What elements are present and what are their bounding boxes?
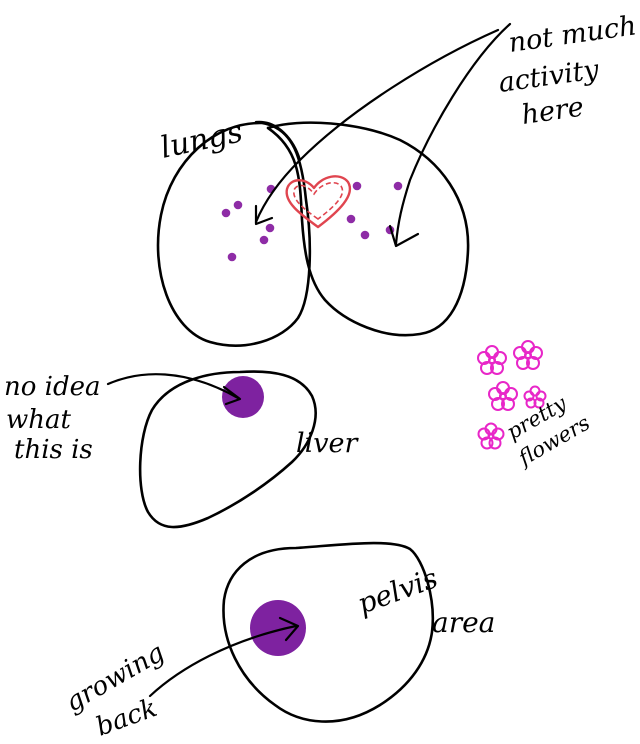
label-pelvis: pelvis xyxy=(353,561,442,620)
flower-icon xyxy=(488,381,518,411)
dot xyxy=(227,252,237,262)
growing-back-arrow-head xyxy=(278,616,300,642)
arrow-to-left-lung xyxy=(254,28,500,224)
label-no-idea: no idea xyxy=(4,372,101,402)
label-this-is: this is xyxy=(14,435,93,465)
dot xyxy=(221,208,231,218)
right-lung-outline xyxy=(266,121,470,337)
label-what: what xyxy=(6,405,72,435)
label-activity: activity xyxy=(497,54,602,99)
flowers-cluster xyxy=(477,340,547,450)
flower-icon xyxy=(477,345,507,375)
dot xyxy=(360,230,370,240)
flower-icon xyxy=(523,385,547,409)
no-idea-arrow xyxy=(106,373,240,400)
activity-dots xyxy=(221,181,403,262)
label-here: here xyxy=(520,92,586,131)
left-lung-outline xyxy=(156,121,312,347)
dot xyxy=(233,200,243,210)
liver-mass xyxy=(222,376,264,418)
heart-icon xyxy=(285,175,351,229)
label-not-much: not much xyxy=(507,10,639,59)
label-area: area xyxy=(432,606,495,639)
label-lungs: lungs xyxy=(157,114,245,165)
pelvis-outline xyxy=(222,541,435,723)
flower-icon xyxy=(477,422,505,450)
dot xyxy=(393,181,403,191)
liver-outline xyxy=(138,370,317,529)
no-idea-arrow-head xyxy=(222,385,242,406)
pelvis-mass xyxy=(250,600,306,656)
label-liver: liver xyxy=(296,428,360,459)
dot xyxy=(259,235,269,245)
lungs-pointer xyxy=(254,120,302,162)
flower-icon xyxy=(513,340,543,370)
arrow-to-right-lung xyxy=(394,22,512,246)
dot xyxy=(265,223,275,233)
arrow-head-left xyxy=(254,204,274,226)
dot xyxy=(346,214,356,224)
growing-back-arrow xyxy=(148,624,298,698)
arrow-head-right xyxy=(388,224,420,248)
dot xyxy=(352,181,362,191)
